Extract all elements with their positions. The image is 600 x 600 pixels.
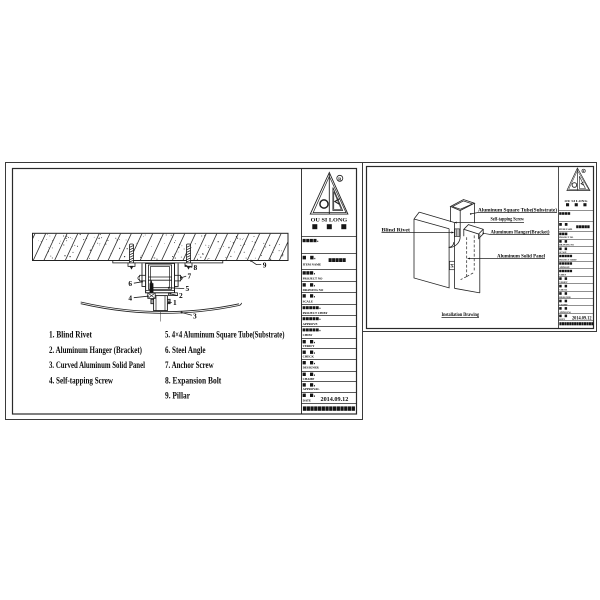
svg-text:2: 2	[179, 291, 183, 300]
svg-text:2. Aluminum Hanger (Bracket): 2. Aluminum Hanger (Bracket)	[49, 345, 142, 355]
svg-text:CHECK: CHECK	[303, 355, 315, 359]
svg-text:PROJECT CHIEF: PROJECT CHIEF	[559, 260, 577, 262]
svg-text:DRAWING NO: DRAWING NO	[303, 288, 324, 292]
svg-text:6: 6	[128, 279, 132, 288]
svg-text:VERIFY: VERIFY	[303, 344, 316, 348]
svg-text:OU SI LONG: OU SI LONG	[311, 218, 348, 224]
svg-text:DESIGNER: DESIGNER	[559, 297, 571, 299]
svg-text:Aluminum Solid Panel: Aluminum Solid Panel	[497, 253, 545, 259]
svg-text:CHIEF: CHIEF	[303, 333, 313, 337]
svg-text:SCALE: SCALE	[303, 300, 313, 304]
svg-text:8. Expansion Bolt: 8. Expansion Bolt	[165, 375, 221, 385]
svg-text:5. 4×4 Aluminum Square Tube(Su: 5. 4×4 Aluminum Square Tube(Substrate)	[165, 330, 285, 340]
svg-text:PROJECT CHIEF: PROJECT CHIEF	[303, 311, 328, 315]
svg-text:5: 5	[185, 284, 189, 293]
svg-text:7. Anchor Screw: 7. Anchor Screw	[165, 360, 214, 370]
svg-text:Aluminum Square Tube(Substrate: Aluminum Square Tube(Substrate)	[478, 206, 557, 213]
svg-text:6. Steel Angle: 6. Steel Angle	[165, 345, 206, 355]
svg-text:3: 3	[193, 311, 197, 320]
svg-text:APPROVE: APPROVE	[559, 266, 570, 269]
svg-text:DATE: DATE	[559, 318, 565, 321]
svg-text:CHAMP: CHAMP	[303, 377, 315, 381]
svg-text:APPROVE: APPROVE	[303, 322, 318, 326]
svg-text:DATE: DATE	[303, 399, 311, 403]
svg-text:APPROVAL: APPROVAL	[559, 311, 571, 314]
svg-text:3. Curved Aluminum Solid Panel: 3. Curved Aluminum Solid Panel	[49, 360, 145, 370]
svg-text:DRAWING NO: DRAWING NO	[559, 244, 574, 247]
svg-text:CHAMP: CHAMP	[559, 303, 568, 306]
svg-text:Self-tapping Screw: Self-tapping Screw	[491, 217, 525, 223]
svg-text:DESIGNER: DESIGNER	[303, 365, 320, 369]
svg-text:9: 9	[263, 260, 267, 269]
svg-text:2014.09.12: 2014.09.12	[321, 396, 349, 403]
svg-text:PROJECT NO: PROJECT NO	[559, 237, 573, 239]
svg-text:ITEM NAME: ITEM NAME	[559, 228, 573, 231]
svg-text:SCALE: SCALE	[559, 251, 567, 254]
svg-text:CHECK: CHECK	[559, 289, 567, 291]
svg-text:CHIEF: CHIEF	[559, 275, 567, 277]
svg-text:1. Blind Rivet: 1. Blind Rivet	[49, 330, 92, 340]
svg-text:PROJECT NO: PROJECT NO	[303, 277, 323, 281]
svg-text:OU SI LONG: OU SI LONG	[565, 199, 589, 203]
svg-text:VERIFY: VERIFY	[559, 282, 568, 284]
svg-text:4. Self-tapping Screw: 4. Self-tapping Screw	[49, 375, 113, 385]
svg-text:Installation Drawing: Installation Drawing	[442, 312, 480, 318]
svg-text:7: 7	[187, 271, 191, 280]
svg-text:2014.09.12: 2014.09.12	[572, 316, 592, 321]
svg-text:R: R	[338, 176, 342, 181]
svg-text:9. Pillar: 9. Pillar	[165, 390, 190, 400]
svg-text:ITEM NAME: ITEM NAME	[303, 263, 321, 267]
svg-text:8: 8	[193, 263, 197, 272]
svg-text:4: 4	[128, 293, 132, 302]
svg-text:1: 1	[173, 298, 177, 307]
svg-text:R: R	[583, 170, 585, 173]
svg-text:Aluminum Hanger(Bracket): Aluminum Hanger(Bracket)	[491, 229, 550, 236]
svg-text:Blind Rivet: Blind Rivet	[382, 227, 411, 233]
svg-text:APPROVAL: APPROVAL	[303, 387, 320, 391]
